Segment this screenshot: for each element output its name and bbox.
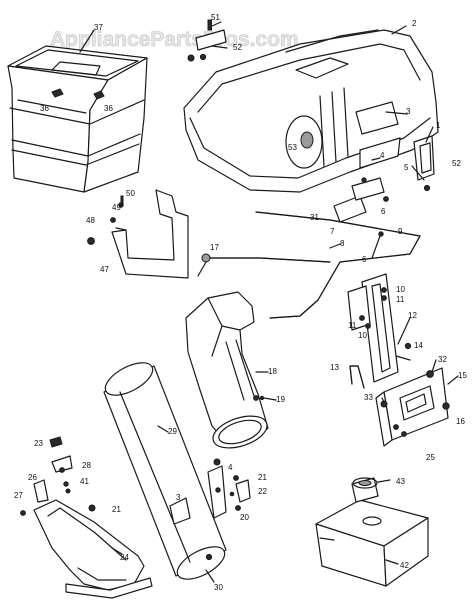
callout-27[interactable]: 27 — [14, 491, 23, 500]
callout-20[interactable]: 20 — [240, 513, 249, 522]
mount-plate-15[interactable] — [375, 367, 450, 447]
callout-4a[interactable]: 4 — [380, 151, 385, 160]
side-plate-1 — [413, 135, 435, 181]
hinge-51[interactable] — [187, 19, 227, 62]
hood-fan-53 — [300, 131, 314, 149]
callout-32[interactable]: 32 — [438, 355, 447, 364]
callout-21a[interactable]: 21 — [258, 473, 267, 482]
callout-13[interactable]: 13 — [330, 363, 339, 372]
callout-43[interactable]: 43 — [396, 477, 405, 486]
callout-9[interactable]: 9 — [398, 227, 403, 236]
callout-47[interactable]: 47 — [100, 265, 109, 274]
callout-3[interactable]: 3 — [406, 107, 411, 116]
watermark: AppliancePartsPros.com — [50, 28, 299, 51]
callout-12[interactable]: 12 — [408, 311, 417, 320]
callout-19[interactable]: 19 — [276, 395, 285, 404]
callout-23[interactable]: 23 — [34, 439, 43, 448]
callout-11a[interactable]: 11 — [396, 295, 405, 304]
callout-5[interactable]: 5 — [404, 163, 409, 172]
callout-51[interactable]: 51 — [211, 13, 220, 22]
leader-lines — [79, 21, 459, 583]
hood-housing[interactable] — [183, 29, 439, 193]
callout-2[interactable]: 2 — [412, 19, 417, 28]
callout-42[interactable]: 42 — [400, 561, 409, 570]
frame-rod-8[interactable] — [201, 211, 421, 319]
callout-4b[interactable]: 4 — [228, 463, 233, 472]
part-callouts: 51 52 2 37 36 36 3 1 53 4 52 5 31 6 7 50… — [14, 13, 467, 592]
callout-33[interactable]: 33 — [364, 393, 373, 402]
callout-31[interactable]: 31 — [310, 213, 319, 222]
callout-49[interactable]: 49 — [112, 203, 121, 212]
callout-50[interactable]: 50 — [126, 189, 135, 198]
callout-52[interactable]: 52 — [233, 43, 242, 52]
callout-48[interactable]: 48 — [86, 216, 95, 225]
callout-16[interactable]: 16 — [456, 417, 465, 426]
tank-42[interactable] — [315, 477, 429, 587]
callout-11b[interactable]: 11 — [348, 321, 357, 330]
upright-12[interactable] — [347, 273, 412, 383]
bracket-47[interactable] — [87, 189, 189, 279]
bracket-31[interactable] — [333, 177, 389, 223]
tube-29[interactable] — [100, 356, 229, 586]
callout-24[interactable]: 24 — [120, 553, 129, 562]
callout-36b[interactable]: 36 — [104, 104, 113, 113]
callout-21b[interactable]: 21 — [112, 505, 121, 514]
cap-43 — [351, 477, 379, 503]
callout-25[interactable]: 25 — [426, 453, 435, 462]
callout-28[interactable]: 28 — [82, 461, 91, 470]
bag-clip-36b — [93, 90, 105, 100]
callout-18[interactable]: 18 — [268, 367, 277, 376]
callout-1[interactable]: 1 — [436, 121, 441, 130]
callout-8[interactable]: 8 — [340, 239, 345, 248]
callout-37[interactable]: 37 — [94, 23, 103, 32]
callout-6b[interactable]: 6 — [362, 255, 367, 264]
callout-10a[interactable]: 10 — [396, 285, 405, 294]
bag-clip-36a — [51, 88, 64, 98]
callout-41[interactable]: 41 — [80, 477, 89, 486]
callout-7[interactable]: 7 — [330, 227, 335, 236]
callout-53[interactable]: 53 — [288, 143, 297, 152]
callout-6[interactable]: 6 — [381, 207, 386, 216]
deflector-24[interactable] — [33, 499, 153, 599]
callout-36a[interactable]: 36 — [40, 104, 49, 113]
callout-14[interactable]: 14 — [414, 341, 423, 350]
handle-13[interactable] — [349, 365, 365, 389]
clip-hardware[interactable] — [20, 436, 96, 516]
callout-30[interactable]: 30 — [214, 583, 223, 592]
rod-end-17 — [201, 253, 211, 263]
bolt-9[interactable] — [371, 231, 384, 259]
callout-10b[interactable]: 10 — [358, 331, 367, 340]
callout-26[interactable]: 26 — [28, 473, 37, 482]
elbow-chute-18[interactable] — [185, 291, 271, 454]
callout-52b[interactable]: 52 — [452, 159, 461, 168]
clamp-20[interactable] — [207, 458, 251, 519]
callout-29[interactable]: 29 — [168, 427, 177, 436]
catcher-bag[interactable] — [7, 45, 148, 193]
callout-17[interactable]: 17 — [210, 243, 219, 252]
callout-3b[interactable]: 3 — [176, 493, 181, 502]
callout-15[interactable]: 15 — [458, 371, 467, 380]
callout-22[interactable]: 22 — [258, 487, 267, 496]
